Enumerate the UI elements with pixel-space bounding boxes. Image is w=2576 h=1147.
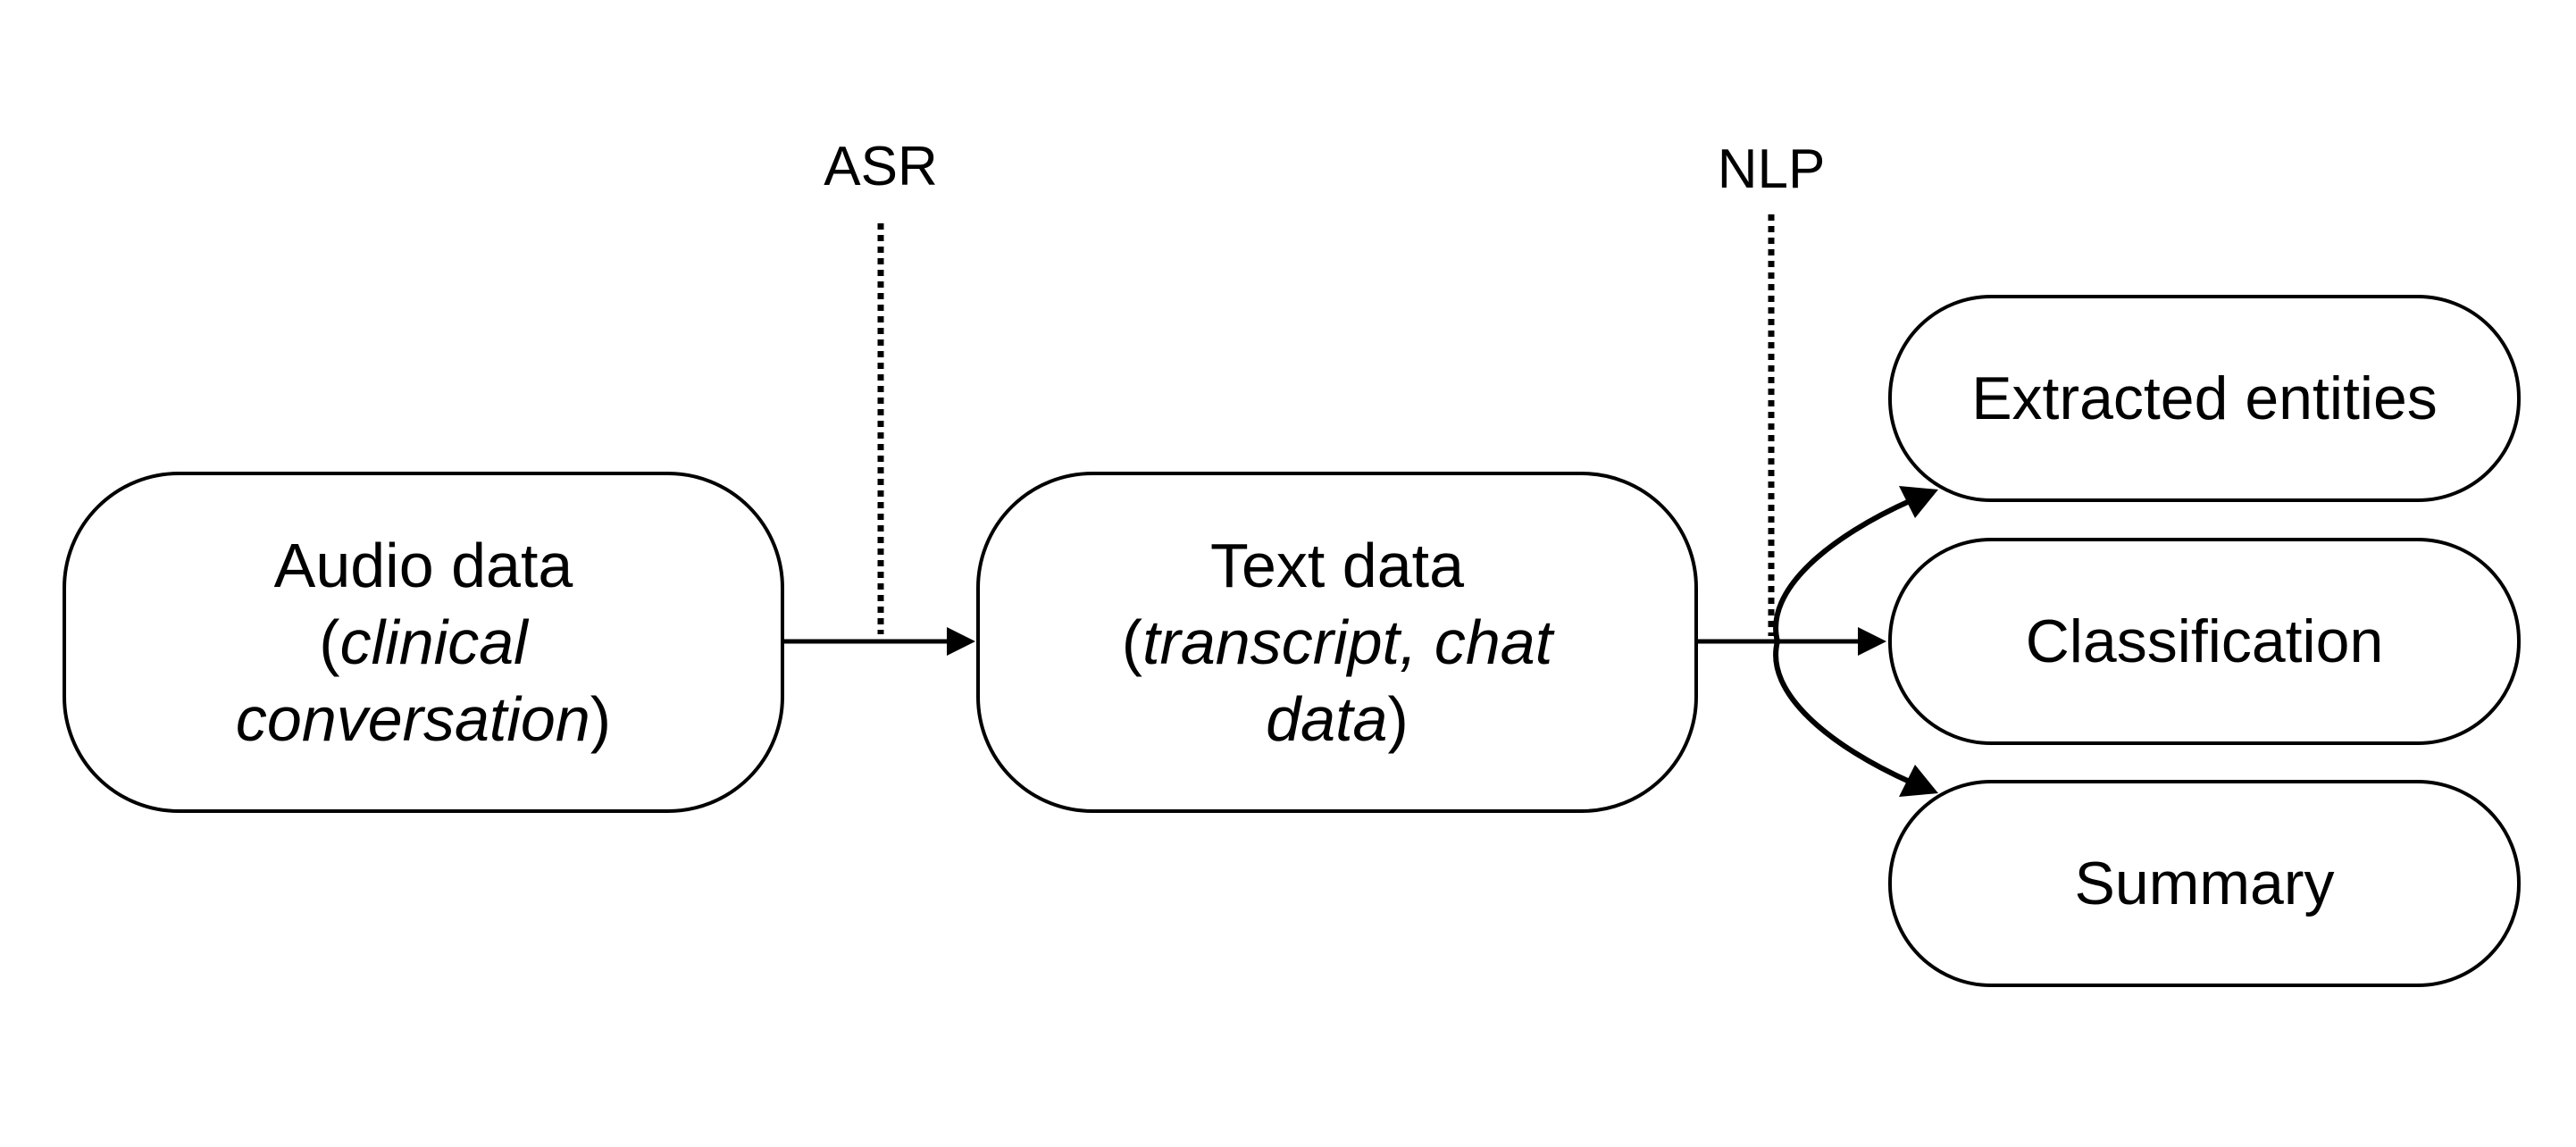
- audio-data-detail: (clinical conversation): [155, 604, 691, 758]
- summary-node: Summary: [1888, 780, 2521, 987]
- nlp-label: NLP: [1717, 138, 1826, 200]
- arrow-to-entities-head: [1899, 486, 1938, 518]
- text-data-node: Text data (transcript, chat data): [976, 472, 1698, 813]
- text-data-title: Text data: [1209, 531, 1465, 600]
- arrow-to-summary-head: [1899, 765, 1938, 797]
- text-detail-open: (: [1121, 607, 1143, 677]
- extracted-entities-node: Extracted entities: [1888, 295, 2521, 502]
- audio-detail-open: (: [319, 607, 340, 677]
- arrow-to-summary: [1773, 640, 1913, 785]
- arrow-to-entities: [1773, 498, 1913, 642]
- extracted-entities-label: Extracted entities: [1971, 364, 2438, 432]
- text-detail-close: ): [1387, 684, 1409, 754]
- audio-detail-close: ): [590, 684, 612, 754]
- asr-label: ASR: [824, 136, 938, 197]
- arrow-audio-to-text-head: [947, 627, 975, 656]
- arrow-text-to-classification-head: [1858, 627, 1886, 656]
- classification-label: Classification: [2025, 607, 2384, 675]
- classification-node: Classification: [1888, 538, 2521, 745]
- text-detail-italic: transcript, chat data: [1142, 607, 1553, 754]
- audio-data-node: Audio data (clinical conversation): [63, 472, 784, 813]
- summary-label: Summary: [2074, 850, 2335, 917]
- audio-data-title: Audio data: [273, 531, 573, 600]
- text-data-detail: (transcript, chat data): [1069, 604, 1605, 758]
- audio-detail-italic: clinical conversation: [235, 607, 590, 754]
